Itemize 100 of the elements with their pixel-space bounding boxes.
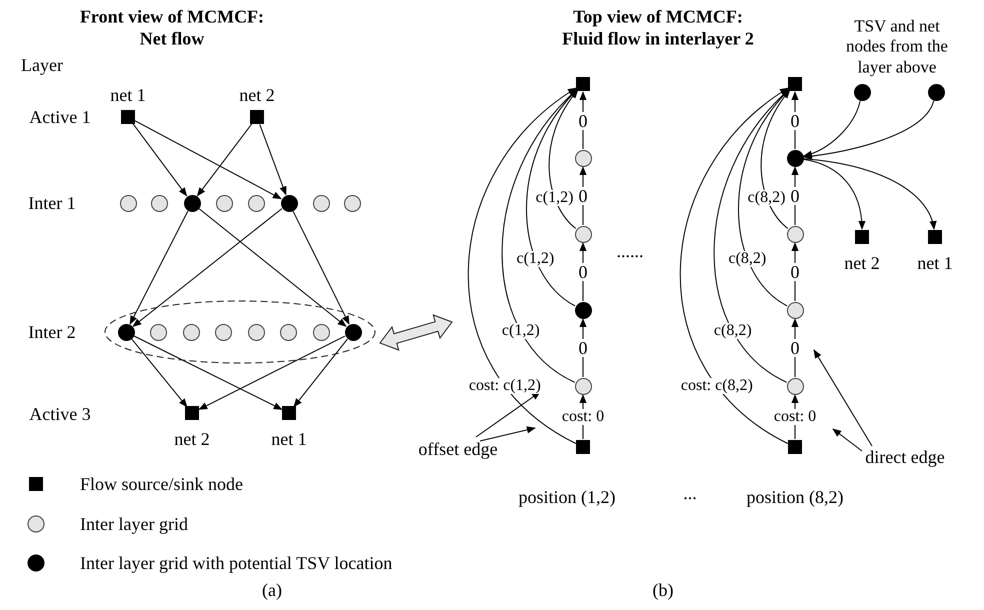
arrow bbox=[502, 88, 578, 383]
edge-label: 0 bbox=[578, 187, 588, 205]
callout-text: offset edge bbox=[418, 438, 498, 460]
arrow bbox=[802, 100, 861, 158]
row-label: Active 1 bbox=[29, 107, 91, 129]
annotation-text: TSV and net nodes from the layer above bbox=[845, 16, 949, 78]
subfigure-label: (b) bbox=[652, 580, 674, 602]
leader-line bbox=[480, 426, 536, 442]
arrow bbox=[130, 210, 188, 325]
edge-label: cost: 0 bbox=[772, 409, 818, 425]
grid-node bbox=[786, 226, 804, 242]
grid-node bbox=[216, 194, 232, 212]
heading: Front view of MCMCF: Net flow bbox=[78, 6, 266, 50]
tsv-grid-node bbox=[786, 150, 804, 166]
node-caption: net 1 bbox=[271, 430, 307, 448]
edge-label: c(8,2) bbox=[712, 323, 753, 340]
tsv-grid-node bbox=[184, 194, 200, 212]
grid-node bbox=[312, 324, 330, 340]
tsv-grid-node bbox=[280, 194, 298, 212]
edge-label: 0 bbox=[790, 187, 800, 205]
position-label: position (1,2) bbox=[518, 487, 616, 509]
edge-label: c(1,2) bbox=[515, 250, 556, 267]
arrow bbox=[803, 158, 866, 230]
source-sink-node bbox=[788, 440, 802, 454]
tsv-grid-node bbox=[928, 84, 944, 100]
arrow bbox=[134, 336, 283, 410]
legend-text: Inter layer grid bbox=[80, 515, 188, 533]
node-caption: net 1 bbox=[917, 254, 953, 272]
grid-node bbox=[786, 378, 804, 394]
grid-node bbox=[182, 324, 200, 340]
node-caption: net 2 bbox=[239, 86, 275, 104]
grid-node bbox=[344, 194, 360, 212]
arrow bbox=[132, 208, 282, 327]
node-caption: net 1 bbox=[110, 86, 146, 104]
edge-label: c(8,2) bbox=[746, 190, 786, 206]
callout-text: direct edge bbox=[865, 446, 945, 468]
subfigure-label: (a) bbox=[262, 580, 282, 602]
source-sink-node bbox=[928, 230, 942, 244]
edge-label: c(1,2) bbox=[534, 190, 574, 206]
arrow bbox=[468, 88, 577, 444]
source-sink-node bbox=[121, 110, 135, 124]
grid-node bbox=[574, 150, 592, 166]
grid-node bbox=[786, 302, 804, 318]
arrow bbox=[680, 88, 789, 444]
arrow bbox=[259, 124, 286, 196]
arrow bbox=[292, 210, 350, 325]
ellipsis-text: ... bbox=[683, 483, 697, 505]
edge-label: c(8,2) bbox=[727, 250, 768, 267]
arrow bbox=[791, 91, 799, 150]
source-sink-node bbox=[576, 440, 590, 454]
tsv-grid-node bbox=[344, 324, 362, 340]
arrow bbox=[803, 158, 936, 230]
double-arrow bbox=[379, 314, 453, 351]
source-sink-node bbox=[250, 110, 264, 124]
edge-label: cost: 0 bbox=[560, 409, 606, 425]
tsv-grid-node bbox=[854, 84, 870, 100]
arrow bbox=[791, 166, 799, 226]
source-sink-node bbox=[788, 77, 802, 91]
position-label: position (8,2) bbox=[746, 487, 844, 509]
source-sink-node bbox=[576, 77, 590, 91]
row-label: Active 3 bbox=[29, 404, 91, 426]
dashed-ellipse bbox=[104, 300, 376, 364]
edge-label: 0 bbox=[790, 112, 800, 130]
arrow bbox=[579, 318, 587, 378]
edge-label: cost: c(1,2) bbox=[468, 378, 542, 394]
edge-label: c(1,2) bbox=[500, 323, 541, 340]
arrow bbox=[760, 89, 790, 230]
grid-node bbox=[214, 324, 232, 340]
arrow bbox=[714, 88, 790, 383]
leader-line bbox=[814, 349, 872, 446]
legend-text: Flow source/sink node bbox=[80, 475, 243, 493]
edge-label: 0 bbox=[790, 263, 800, 281]
tsv-grid-node bbox=[118, 324, 134, 340]
leader-line bbox=[832, 428, 862, 452]
arrow bbox=[134, 120, 282, 200]
edge-label: 0 bbox=[578, 263, 588, 281]
grid-node bbox=[574, 378, 592, 394]
tsv-grid-node bbox=[574, 302, 592, 318]
node-caption: net 2 bbox=[174, 430, 210, 448]
arrow bbox=[196, 122, 253, 197]
arrow bbox=[548, 89, 578, 230]
arrow bbox=[198, 208, 347, 327]
arrow bbox=[132, 122, 188, 196]
arrow bbox=[791, 242, 799, 302]
grid-node bbox=[120, 194, 136, 212]
grid-node bbox=[312, 194, 330, 212]
grid-node bbox=[248, 324, 264, 340]
edge-label: 0 bbox=[790, 339, 800, 357]
edge-label: 0 bbox=[578, 112, 588, 130]
legend-text: Inter layer grid with potential TSV location bbox=[80, 554, 392, 572]
node-caption: net 2 bbox=[844, 254, 880, 272]
arrow bbox=[579, 166, 587, 226]
arrow bbox=[131, 338, 188, 408]
arrow bbox=[579, 242, 587, 302]
arrow bbox=[803, 100, 934, 160]
arrow bbox=[791, 318, 799, 378]
arrow bbox=[293, 338, 348, 408]
grid-node bbox=[574, 226, 592, 242]
grid-node bbox=[280, 324, 296, 340]
grid-node bbox=[248, 194, 264, 212]
